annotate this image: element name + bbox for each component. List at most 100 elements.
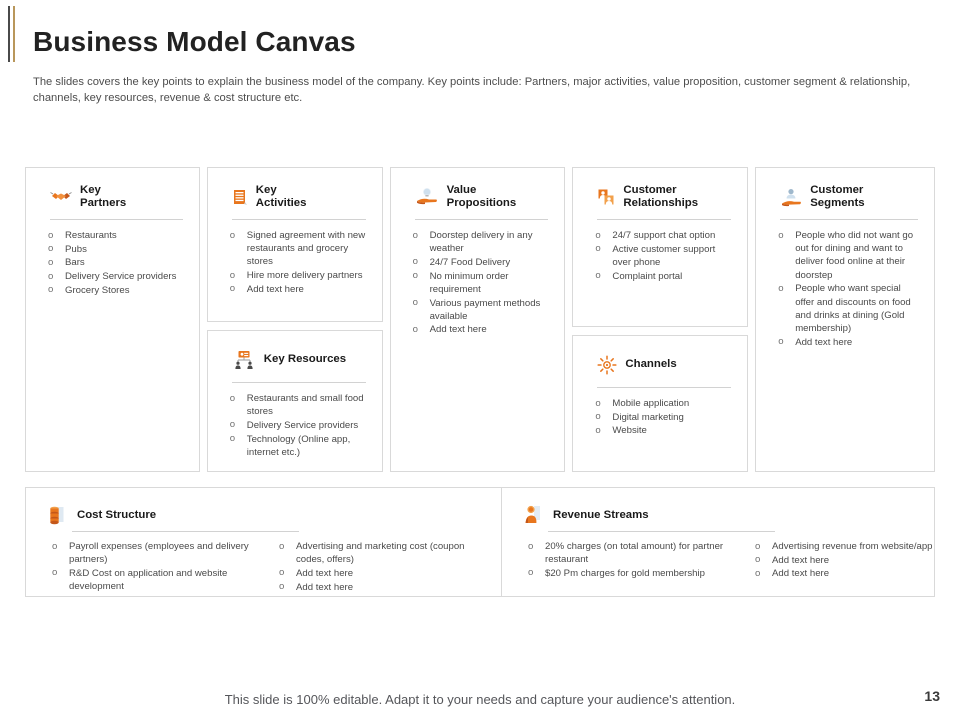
list-item: No minimum order requirement: [411, 269, 553, 296]
card-divider: [231, 382, 366, 383]
list-channels: Mobile application Digital marketing Web…: [583, 396, 737, 438]
list-item: Various payment methods available: [411, 296, 553, 323]
card-key-partners[interactable]: Key Partners Restaurants Pubs Bars Deliv…: [25, 167, 200, 472]
card-divider: [72, 531, 299, 532]
column-customer-relationships: Customer Relationships 24/7 support chat…: [572, 167, 749, 472]
list-item: 24/7 Food Delivery: [411, 255, 553, 269]
list-item: Add text here: [776, 335, 922, 349]
card-channels-title: Channels: [625, 358, 677, 371]
list-item: Add text here: [753, 553, 960, 567]
list-item: Active customer support over phone: [593, 242, 735, 269]
card-channels-header: Channels: [583, 350, 737, 380]
column-value-propositions: Value Propositions Doorstep delivery in …: [389, 167, 566, 472]
list-item: Restaurants: [46, 228, 187, 242]
hand-idea-icon: [416, 188, 437, 205]
card-customer-segments-title: Customer Segments: [810, 183, 865, 210]
column-key-activities: Key Activities Signed agreement with new…: [206, 167, 383, 472]
card-divider: [231, 219, 366, 220]
list-item: Delivery Service providers: [46, 270, 187, 283]
list-customer-segments: People who did not want go out for dinin…: [766, 229, 924, 349]
card-divider: [780, 219, 918, 220]
cost-structure-columns: Payroll expenses (employees and delivery…: [38, 539, 489, 594]
list-item: Add text here: [277, 566, 487, 580]
bottom-panel: Cost Structure Payroll expenses (employe…: [25, 487, 935, 597]
card-value-propositions[interactable]: Value Propositions Doorstep delivery in …: [389, 167, 566, 472]
card-key-partners-header: Key Partners: [36, 182, 189, 212]
list-item: Add text here: [228, 282, 370, 296]
card-value-propositions-header: Value Propositions: [401, 182, 555, 212]
handshake-icon: [50, 192, 72, 200]
slide-edge-decoration: [8, 6, 22, 62]
card-customer-relationships-title: Customer Relationships: [623, 183, 699, 210]
card-revenue-streams-header: Revenue Streams: [514, 504, 960, 526]
money-stack-icon: [50, 506, 64, 525]
list-customer-relationships: 24/7 support chat option Active customer…: [583, 228, 737, 283]
list-cost-structure-right: Advertising and marketing cost (coupon c…: [273, 539, 489, 594]
page-number: 13: [924, 688, 940, 704]
list-item: Pubs: [46, 242, 187, 256]
list-value-propositions: Doorstep delivery in any weather 24/7 Fo…: [401, 228, 555, 337]
list-item: Signed agreement with new restaurants an…: [228, 229, 370, 269]
card-divider: [548, 531, 775, 532]
sun-radial-icon: [597, 355, 617, 375]
list-item: R&D Cost on application and website deve…: [50, 566, 265, 593]
list-key-partners: Restaurants Pubs Bars Delivery Service p…: [36, 228, 189, 297]
card-revenue-streams[interactable]: Revenue Streams 20% charges (on total am…: [501, 488, 960, 596]
card-cost-structure[interactable]: Cost Structure Payroll expenses (employe…: [26, 488, 501, 596]
list-item: Add text here: [277, 580, 487, 594]
card-revenue-streams-title: Revenue Streams: [553, 509, 649, 521]
card-key-activities-title: Key Activities: [255, 183, 307, 210]
card-customer-relationships-header: Customer Relationships: [583, 182, 737, 212]
list-item: Add text here: [411, 323, 553, 336]
list-item: Advertising and marketing cost (coupon c…: [277, 539, 487, 566]
org-chart-people-icon: [235, 351, 253, 369]
card-value-propositions-title: Value Propositions: [446, 183, 517, 210]
page-title: Business Model Canvas: [33, 26, 356, 57]
card-key-resources-title: Key Resources: [263, 353, 347, 366]
card-divider: [597, 387, 732, 388]
card-key-resources[interactable]: Key Resources Restaurants and small food…: [206, 330, 383, 472]
list-revenue-streams-right: Advertising revenue from website/app Add…: [749, 539, 960, 581]
edge-bar-dark: [8, 6, 10, 62]
list-revenue-streams-left: 20% charges (on total amount) for partne…: [522, 539, 743, 581]
card-divider: [597, 219, 732, 220]
list-item: Mobile application: [593, 396, 735, 410]
list-item: 20% charges (on total amount) for partne…: [526, 539, 741, 566]
card-key-activities[interactable]: Key Activities Signed agreement with new…: [206, 167, 383, 322]
list-item: Delivery Service providers: [228, 418, 370, 432]
list-item: Technology (Online app, internet etc.): [228, 432, 370, 459]
coin-hand-icon: [525, 505, 540, 523]
revenue-streams-columns: 20% charges (on total amount) for partne…: [514, 539, 960, 581]
list-item: Grocery Stores: [46, 283, 187, 297]
list-key-resources: Restaurants and small food stores Delive…: [218, 391, 372, 459]
card-divider: [50, 219, 183, 220]
list-item: Doorstep delivery in any weather: [411, 228, 553, 255]
list-item: Complaint portal: [593, 269, 735, 283]
column-key-partners: Key Partners Restaurants Pubs Bars Deliv…: [25, 167, 200, 472]
list-item: Digital marketing: [593, 410, 735, 424]
card-customer-segments[interactable]: Customer Segments People who did not wan…: [755, 167, 935, 472]
list-item: $20 Pm charges for gold membership: [526, 566, 741, 580]
list-item: People who did not want go out for dinin…: [776, 229, 922, 282]
list-item: Advertising revenue from website/app: [753, 539, 960, 553]
list-item: Restaurants and small food stores: [228, 391, 370, 418]
card-divider: [414, 219, 549, 220]
card-customer-relationships[interactable]: Customer Relationships 24/7 support chat…: [572, 167, 749, 327]
card-key-resources-header: Key Resources: [218, 345, 372, 375]
list-item: Hire more delivery partners: [228, 269, 370, 282]
card-channels[interactable]: Channels Mobile application Digital mark…: [572, 335, 749, 472]
list-item: 24/7 support chat option: [593, 228, 735, 242]
card-key-activities-header: Key Activities: [218, 182, 372, 212]
card-cost-structure-title: Cost Structure: [77, 509, 157, 521]
column-customer-segments: Customer Segments People who did not wan…: [755, 167, 935, 472]
document-list-icon: [233, 190, 247, 205]
people-connect-icon: [598, 189, 614, 205]
page-subtitle: The slides covers the key points to expl…: [33, 76, 911, 104]
business-model-canvas-grid: Key Partners Restaurants Pubs Bars Deliv…: [25, 167, 935, 472]
list-item: People who want special offer and discou…: [776, 282, 922, 335]
list-item: Website: [593, 424, 735, 437]
footer-note: This slide is 100% editable. Adapt it to…: [224, 692, 736, 707]
edge-bar-tan: [13, 6, 15, 62]
card-customer-segments-header: Customer Segments: [766, 182, 924, 212]
person-group-icon: [782, 189, 802, 207]
